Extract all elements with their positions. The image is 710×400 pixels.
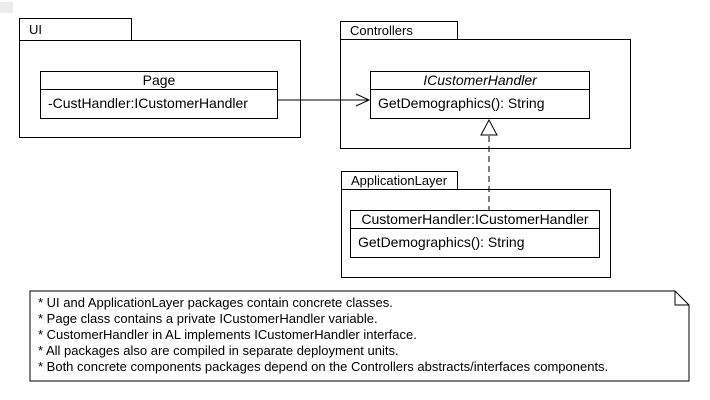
class-name-page: Page — [41, 72, 277, 90]
note-line: * All packages also are compiled in sepa… — [38, 343, 399, 358]
class-name-icustomerhandler: ICustomerHandler — [371, 72, 589, 90]
note-line: * UI and ApplicationLayer packages conta… — [38, 295, 393, 310]
class-method-icustomerhandler: GetDemographics(): String — [378, 95, 545, 111]
class-method-customerhandler: GetDemographics(): String — [358, 234, 525, 250]
note-annotation: * UI and ApplicationLayer packages conta… — [30, 291, 680, 381]
note-line: * Both concrete components packages depe… — [38, 359, 609, 374]
package-label-ui: UI — [29, 22, 42, 37]
package-tab-controllers: Controllers — [340, 21, 458, 40]
class-box-icustomerhandler: ICustomerHandler GetDemographics(): Stri… — [370, 71, 590, 119]
artifact-smudge — [0, 2, 13, 13]
class-attribute-page: -CustHandler:ICustomerHandler — [48, 95, 248, 111]
class-box-customerhandler: CustomerHandler:ICustomerHandler GetDemo… — [350, 210, 600, 258]
note-line: * CustomerHandler in AL implements ICust… — [38, 327, 417, 342]
package-label-applicationlayer: ApplicationLayer — [351, 173, 448, 188]
note-line: * Page class contains a private ICustome… — [38, 311, 378, 326]
package-label-controllers: Controllers — [350, 23, 413, 38]
package-tab-applicationlayer: ApplicationLayer — [341, 171, 458, 190]
class-box-page: Page -CustHandler:ICustomerHandler — [40, 71, 278, 119]
class-name-customerhandler: CustomerHandler:ICustomerHandler — [351, 211, 599, 229]
package-tab-ui: UI — [19, 18, 132, 41]
